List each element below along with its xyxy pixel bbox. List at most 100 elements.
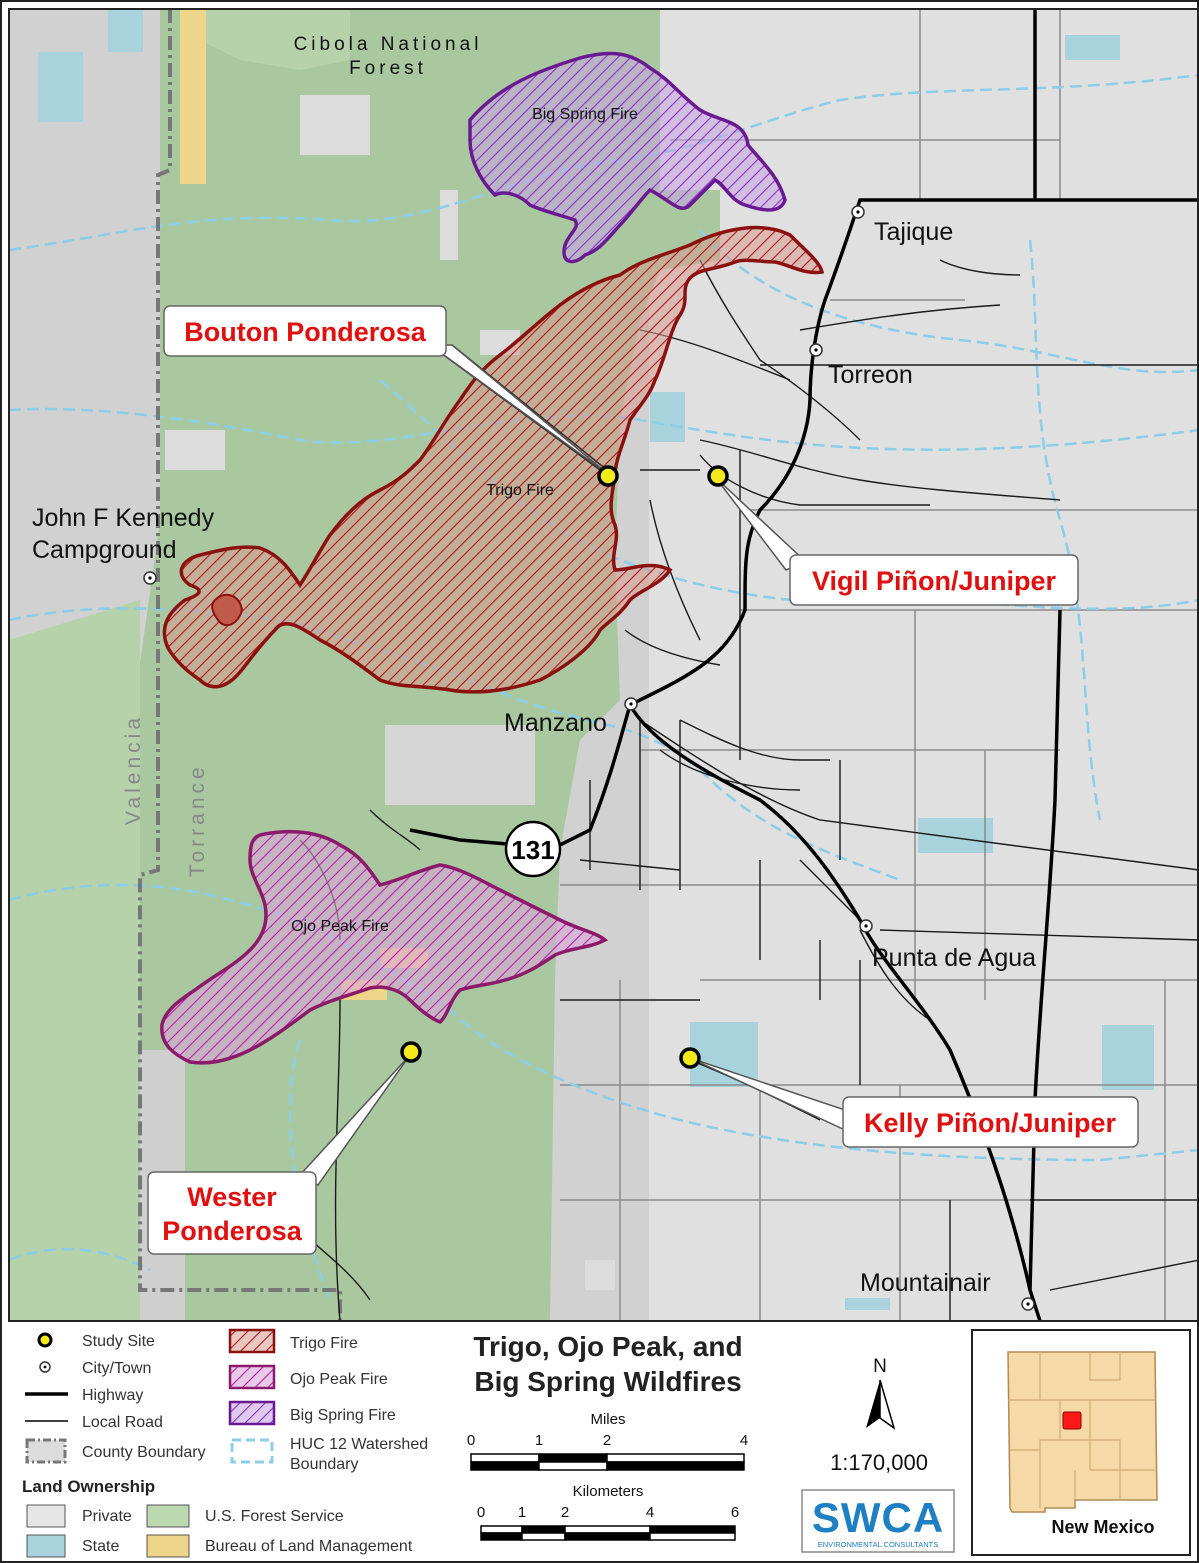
legend-huc-line-1: HUC 12 Watershed: [290, 1436, 428, 1453]
callout-label-bouton: Bouton Ponderosa: [184, 317, 426, 347]
big-spring-fire-swatch: [228, 1400, 276, 1426]
miles-scale-bar: [470, 1453, 745, 1471]
scale-miles-label: Miles: [590, 1411, 625, 1428]
ojo-peak-fire-swatch: [228, 1364, 276, 1390]
usfs-swatch: [146, 1504, 190, 1528]
town-label-tajique: Tajique: [874, 218, 953, 246]
trigo-fire-perimeter: [162, 225, 825, 694]
trigo-fire-island: [211, 593, 244, 627]
private-swatch: [26, 1504, 66, 1528]
callout-box-kelly: [842, 1096, 1139, 1148]
forest-name-line-2: Forest: [349, 58, 427, 79]
state-land-parcel: [1065, 35, 1120, 60]
highway-shield: [504, 820, 562, 878]
callout-box-bouton: [163, 305, 447, 357]
legend-huc-line-2: Boundary: [290, 1456, 359, 1473]
swca-logo-text: SWCA: [812, 1494, 944, 1541]
callout-label-wester-line-2: Ponderosa: [162, 1216, 303, 1246]
private-parcel: [440, 190, 458, 260]
legend-study-site: Study Site: [82, 1333, 155, 1350]
legend-county-boundary: County Boundary: [82, 1444, 206, 1461]
map-frame: [8, 8, 1199, 1322]
usfs-land-west: [9, 600, 140, 1321]
study-area-marker: [1062, 1411, 1082, 1430]
town-label-manzano: Manzano: [504, 709, 607, 737]
town-dot: [1026, 1302, 1030, 1306]
county-boundary-line: [138, 9, 342, 1321]
town-label-mountainair: Mountainair: [860, 1269, 991, 1297]
legend-big-spring-fire: Big Spring Fire: [290, 1407, 396, 1424]
legend-private: Private: [82, 1508, 132, 1525]
trigo-fire-swatch: [228, 1328, 276, 1354]
state-land-parcel: [1102, 1025, 1154, 1090]
legend-city-town: City/Town: [82, 1360, 151, 1377]
highway-shield-number: 131: [511, 835, 554, 865]
scale-km-tick-3: 4: [646, 1504, 654, 1521]
campground-dot: [148, 576, 152, 580]
state-land-parcel: [108, 9, 143, 52]
study-site-marker-wester: [400, 1041, 422, 1063]
county-label-valencia: Valencia: [122, 714, 145, 825]
study-site-marker-vigil: [707, 465, 729, 487]
callout-box-wester: [147, 1171, 317, 1255]
scale-km-label: Kilometers: [573, 1483, 644, 1500]
scale-km-tick-0: 0: [477, 1504, 485, 1521]
legend-trigo-fire: Trigo Fire: [290, 1335, 358, 1352]
trigo-fire-label: Trigo Fire: [486, 482, 554, 499]
huc-watershed-swatch: [230, 1438, 274, 1464]
map-title-line-1: Trigo, Ojo Peak, and: [473, 1331, 742, 1362]
map-area: [9, 9, 1199, 1321]
big-spring-fire-label: Big Spring Fire: [532, 106, 638, 123]
campground-label-line-2: Campground: [32, 536, 177, 564]
usfs-land-north: [200, 9, 350, 70]
legend-local-road: Local Road: [82, 1414, 163, 1431]
town-dot: [864, 924, 868, 928]
scale-miles-tick-3: 4: [740, 1432, 748, 1449]
blm-swatch: [146, 1534, 190, 1558]
callout-box-vigil: [789, 554, 1079, 606]
legend-state: State: [82, 1538, 119, 1555]
legend-panel: Study Site City/Town Highway Local Road …: [9, 1322, 1199, 1563]
legend-land-ownership-heading: Land Ownership: [22, 1477, 155, 1496]
new-mexico-county-lines: [1010, 1352, 1155, 1508]
private-parcel: [300, 95, 370, 155]
parcel-grid: [560, 9, 1199, 1321]
state-land-parcel: [918, 818, 993, 853]
campground-label-line-1: John F Kennedy: [32, 504, 215, 532]
blm-land-parcel: [180, 9, 206, 184]
scale-miles-tick-1: 1: [535, 1432, 543, 1449]
private-parcel: [165, 430, 225, 470]
forest-name-line-1: Cibola National: [294, 34, 483, 55]
north-arrow-icon: [866, 1379, 896, 1430]
map-title-line-2: Big Spring Wildfires: [474, 1366, 741, 1397]
scale-km-tick-2: 2: [561, 1504, 569, 1521]
private-parcel: [385, 725, 535, 805]
scale-miles-tick-2: 2: [603, 1432, 611, 1449]
town-label-punta-de-agua: Punta de Agua: [872, 944, 1036, 972]
study-site-marker-bouton: [597, 465, 619, 487]
map-labels: Cibola National Forest Big Spring Fire T…: [32, 34, 1139, 1311]
callout-label-wester-line-1: Wester: [187, 1182, 277, 1212]
swca-logo-subtitle: ENVIRONMENTAL CONSULTANTS: [818, 1540, 939, 1549]
town-dot: [856, 210, 860, 214]
state-land-parcel: [38, 52, 83, 122]
legend-blm: Bureau of Land Management: [205, 1538, 413, 1555]
callout-label-kelly: Kelly Piñon/Juniper: [864, 1108, 1117, 1138]
county-label-torrance: Torrance: [186, 763, 209, 877]
ojo-peak-fire-label: Ojo Peak Fire: [291, 918, 389, 935]
scale-km-tick-4: 6: [731, 1504, 739, 1521]
north-arrow-letter: N: [873, 1356, 887, 1377]
callout-label-vigil: Vigil Piñon/Juniper: [812, 566, 1057, 596]
local-roads: [299, 259, 1199, 1321]
town-label-torreon: Torreon: [828, 361, 913, 389]
scale-km-tick-1: 1: [518, 1504, 526, 1521]
legend-highway: Highway: [82, 1387, 143, 1404]
scale-ratio: 1:170,000: [830, 1450, 928, 1475]
inset-label: New Mexico: [1051, 1517, 1154, 1537]
study-site-marker-kelly: [679, 1047, 701, 1069]
state-land-parcel: [845, 1298, 890, 1310]
ojo-peak-fire-perimeter: [160, 829, 609, 1065]
swca-logo-box: [801, 1489, 955, 1553]
scale-miles-tick-0: 0: [467, 1432, 475, 1449]
